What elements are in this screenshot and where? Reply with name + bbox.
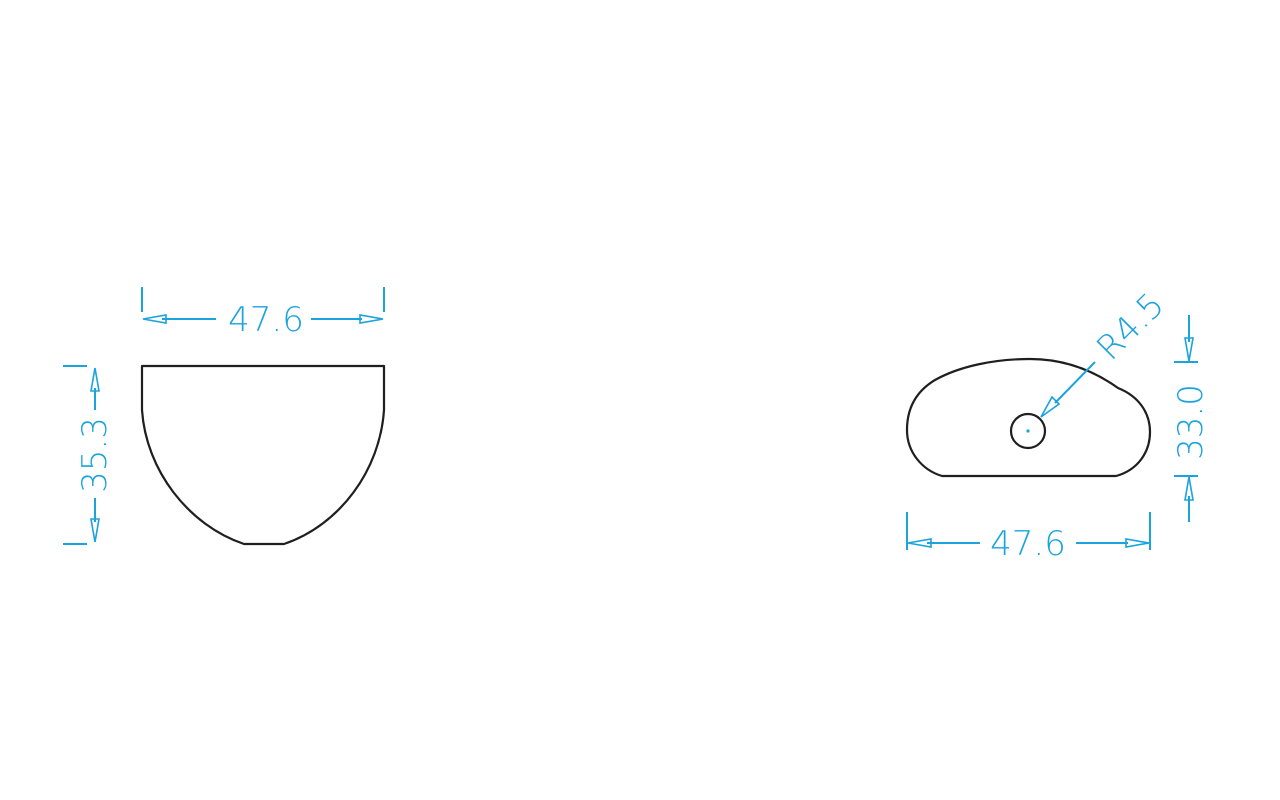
radius-label: R4.5: [1089, 285, 1172, 368]
arrowhead-left: [907, 538, 932, 548]
arrowhead-left: [142, 314, 167, 324]
top-height-dimension: 33.0: [1171, 315, 1211, 522]
hole-outline: [1009, 412, 1047, 450]
hole-center-mark: [1026, 429, 1030, 433]
front-height-label: 35.3: [75, 417, 115, 493]
radius-arrowhead: [1040, 395, 1061, 418]
arrowhead-bottom: [90, 518, 100, 543]
radius-dimension: R4.5: [1040, 285, 1172, 418]
top-view: R4.5 47.6 33.0: [905, 285, 1211, 564]
front-width-label: 47.6: [228, 300, 304, 340]
top-height-label: 33.0: [1171, 384, 1211, 460]
top-width-label: 47.6: [990, 524, 1066, 564]
arrowhead-top: [90, 367, 100, 392]
top-view-outline: [905, 357, 1152, 478]
radius-leader-line: [1054, 361, 1096, 404]
front-view: 47.6 35.3: [63, 287, 386, 546]
front-view-outline: [140, 364, 386, 546]
arrowhead-bottom: [1184, 476, 1194, 501]
arrowhead-right: [359, 314, 384, 324]
arrowhead-right: [1125, 538, 1150, 548]
top-width-dimension: 47.6: [906, 512, 1151, 564]
front-height-dimension: 35.3: [63, 365, 115, 545]
arrowhead-top: [1184, 337, 1194, 362]
front-width-dimension: 47.6: [141, 287, 385, 340]
